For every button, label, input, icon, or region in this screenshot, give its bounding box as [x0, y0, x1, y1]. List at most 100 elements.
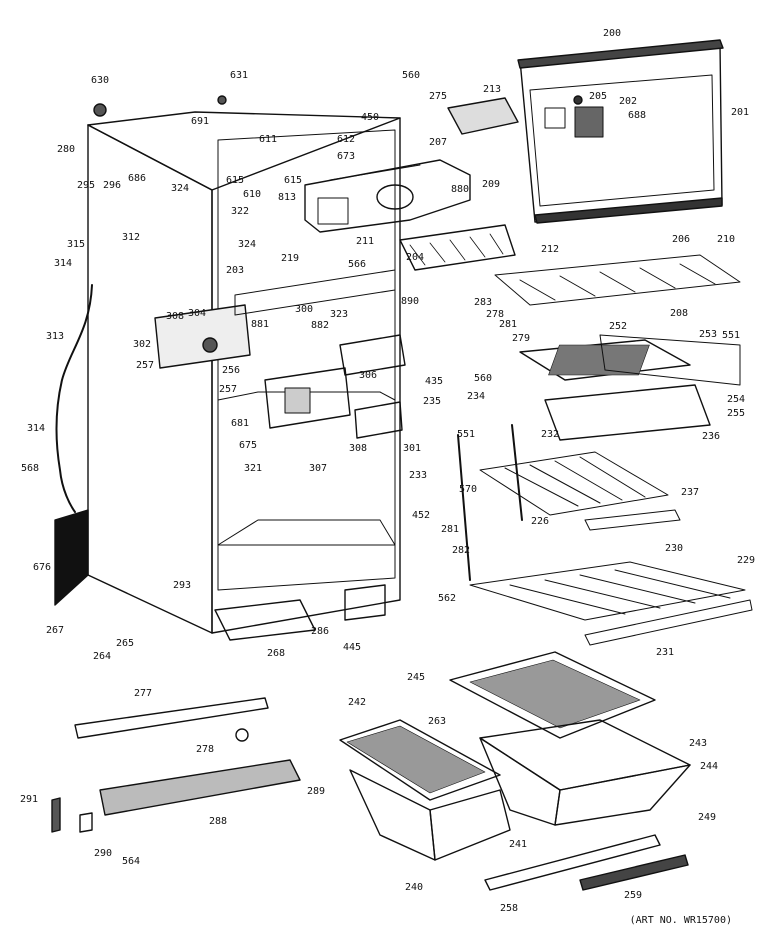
callout-label: 560: [401, 70, 421, 81]
callout-label: 201: [730, 107, 750, 118]
callout-label: 564: [121, 856, 141, 867]
callout-label: 295: [76, 180, 96, 191]
callout-label: 257: [135, 360, 155, 371]
callout-label: 230: [664, 543, 684, 554]
crisper-pan-left: [339, 719, 511, 861]
callout-label: 615: [225, 175, 245, 186]
callout-label: 675: [238, 440, 258, 451]
callout-label: 688: [627, 110, 647, 121]
callout-label: 562: [437, 593, 457, 604]
roller: [235, 728, 249, 742]
callout-label: 882: [310, 320, 330, 331]
callout-label: 209: [481, 179, 501, 190]
callout-label: 307: [308, 463, 328, 474]
callout-label: 314: [26, 423, 46, 434]
callout-label: 304: [187, 308, 207, 319]
callout-label: 312: [121, 232, 141, 243]
callout-label: 213: [482, 84, 502, 95]
crisper-pan-right: [479, 719, 691, 826]
callout-label: 450: [360, 112, 380, 123]
callout-label: 289: [306, 786, 326, 797]
drain-tube: [55, 284, 93, 513]
callout-label: 240: [404, 882, 424, 893]
callout-label: 200: [602, 28, 622, 39]
callout-label: 890: [400, 296, 420, 307]
shelf-ladder-left: [457, 434, 471, 581]
callout-label: 293: [172, 580, 192, 591]
callout-label: 235: [422, 396, 442, 407]
callout-label: 288: [208, 816, 228, 827]
callout-label: 242: [347, 697, 367, 708]
callout-label: 301: [402, 443, 422, 454]
callout-label: 210: [716, 234, 736, 245]
callout-label: 254: [726, 394, 746, 405]
crisper-cover: [449, 651, 656, 739]
mid-wire-shelf: [479, 451, 669, 516]
callout-label: 630: [90, 75, 110, 86]
callout-label: 278: [195, 744, 215, 755]
freezer-rack: [399, 224, 516, 271]
shelf-trim: [584, 509, 681, 531]
light-shield: [339, 334, 406, 376]
freezer-door: [517, 39, 724, 224]
callout-label: 291: [19, 794, 39, 805]
grommet: [93, 103, 107, 117]
callout-label: 211: [355, 236, 375, 247]
callout-label: 568: [20, 463, 40, 474]
callout-label: 551: [456, 429, 476, 440]
art-number: (ART NO. WR15700): [629, 915, 732, 926]
callout-label: 551: [721, 330, 741, 341]
callout-label: 314: [53, 258, 73, 269]
callout-label: 275: [428, 91, 448, 102]
callout-label: 263: [427, 716, 447, 727]
callout-label: 212: [540, 244, 560, 255]
callout-label: 296: [102, 180, 122, 191]
callout-label: 232: [540, 429, 560, 440]
callout-label: 813: [277, 192, 297, 203]
callout-label: 277: [133, 688, 153, 699]
callout-label: 206: [671, 234, 691, 245]
bottom-grille-bar: [579, 854, 689, 891]
ice-tray: [447, 97, 519, 135]
callout-label: 610: [242, 189, 262, 200]
callout-label: 267: [45, 625, 65, 636]
callout-label: 255: [726, 408, 746, 419]
callout-label: 205: [588, 91, 608, 102]
relay-assembly: [344, 584, 386, 621]
callout-label: 290: [93, 848, 113, 859]
callout-label: 300: [294, 304, 314, 315]
callout-label: 234: [466, 391, 486, 402]
callout-label: 264: [92, 651, 112, 662]
callout-label: 322: [230, 206, 250, 217]
callout-label: 265: [115, 638, 135, 649]
callout-label: 570: [458, 484, 478, 495]
callout-label: 631: [229, 70, 249, 81]
control-housing: [154, 304, 351, 429]
callout-label: 315: [66, 239, 86, 250]
hinge-bracket: [79, 812, 93, 833]
callout-label: 252: [608, 321, 628, 332]
compressor-base: [214, 599, 316, 641]
callout-label: 237: [680, 487, 700, 498]
hinge-bar: [74, 697, 269, 739]
callout-label: 279: [511, 333, 531, 344]
callout-label: 226: [530, 516, 550, 527]
callout-label: 278: [485, 309, 505, 320]
callout-label: 306: [358, 370, 378, 381]
callout-label: 676: [32, 562, 52, 573]
callout-label: 445: [342, 642, 362, 653]
callout-label: 233: [408, 470, 428, 481]
callout-label: 236: [701, 431, 721, 442]
lower-shelf-trim: [584, 599, 753, 646]
lower-wire-shelf: [469, 561, 746, 621]
callout-label: 203: [225, 265, 245, 276]
nut: [217, 95, 227, 105]
callout-label: 245: [406, 672, 426, 683]
thermostat-bracket: [354, 401, 403, 439]
callout-label: 452: [411, 510, 431, 521]
callout-label: 257: [218, 384, 238, 395]
cover-panel: [234, 269, 396, 316]
callout-label: 259: [623, 890, 643, 901]
